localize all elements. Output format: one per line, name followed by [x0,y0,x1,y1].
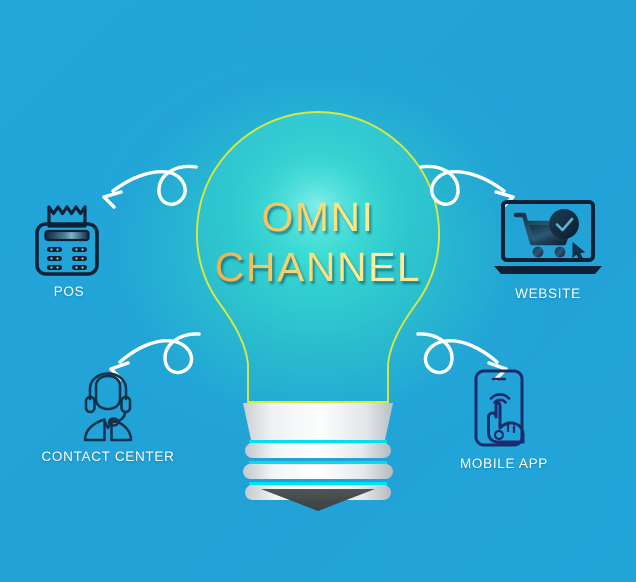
check-badge-icon [549,209,579,239]
channel-node-contact-center[interactable]: CONTACT CENTER [28,372,188,464]
channel-node-website[interactable]: WEBSITE [478,196,618,301]
channel-node-mobile-app[interactable]: MOBILE APP [438,368,570,471]
bulb-collar [243,403,393,440]
bulb-thread-glow-3 [249,482,387,491]
laptop-screen [501,200,595,262]
tap-ripple-icon [489,393,511,404]
bulb-thread-band-3 [245,485,391,500]
headset-agent-icon [83,372,133,442]
channel-label-pos: POS [53,284,85,299]
pos-terminal-icon [35,205,99,276]
title-line-channel: CHANNEL [214,244,422,291]
channel-label-mobile-app: MOBILE APP [459,456,549,471]
channel-label-website: WEBSITE [515,286,581,301]
pos-keypad [47,247,87,270]
bulb-thread-band-1 [245,443,391,458]
pos-body [35,222,99,276]
laptop-base [494,266,602,274]
bulb-thread-glow-2 [249,461,387,471]
smartphone-tap-icon [474,369,525,447]
cursor-icon [572,241,586,260]
bulb-tip [261,489,375,511]
channel-label-contact-center: CONTACT CENTER [41,449,175,464]
title-line-omni: OMNI [261,194,375,240]
bulb-thread-glow-1 [249,440,387,450]
smartphone-body [474,369,524,447]
channel-node-pos[interactable]: POS [10,196,128,299]
pointing-hand-icon [487,401,525,444]
laptop-shopping-cart-icon [494,200,602,274]
pos-receipt-icon [47,205,87,228]
omni-channel-title: OMNI CHANNEL [186,192,450,292]
pos-display [44,229,90,242]
bulb-thread-band-2 [243,464,393,479]
